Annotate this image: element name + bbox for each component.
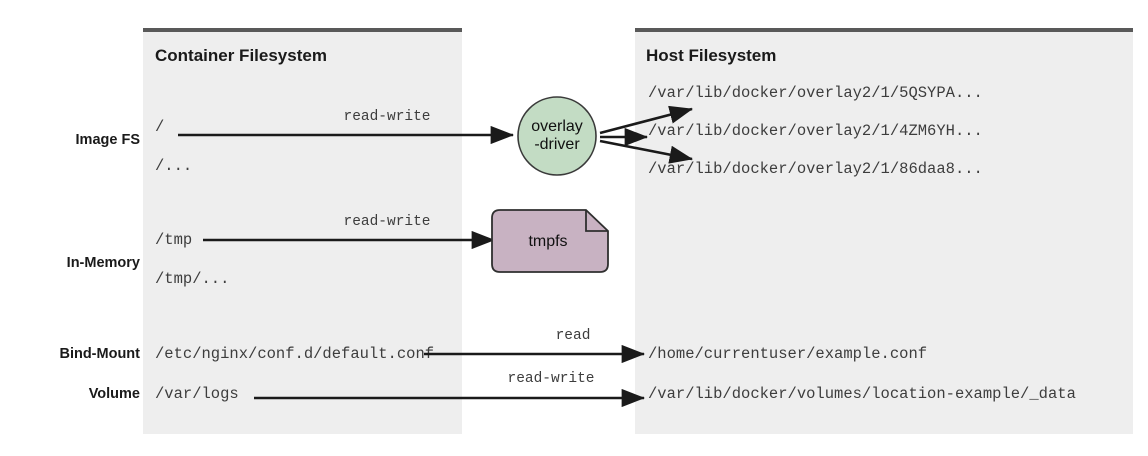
overlay-driver-label-line1: overlay — [531, 118, 583, 136]
container-path-nginx-conf: /etc/nginx/conf.d/default.conf — [155, 345, 435, 363]
container-path-var-logs: /var/logs — [155, 385, 239, 403]
tmpfs-fold-icon — [585, 210, 608, 232]
container-filesystem-title: Container Filesystem — [155, 46, 327, 65]
edge-label-in-memory: read-write — [343, 214, 431, 230]
container-path-root: / — [155, 118, 165, 136]
host-overlay-path-3: /var/lib/docker/overlay2/1/86daa8... — [648, 160, 983, 178]
row-label-bind-mount: Bind-Mount — [59, 346, 140, 362]
row-label-in-memory: In-Memory — [66, 255, 140, 271]
container-path-tmp-ellipsis: /tmp/... — [155, 270, 230, 288]
container-path-root-ellipsis: /... — [155, 157, 193, 175]
container-filesystem-panel — [143, 28, 462, 434]
row-label-image-fs: Image FS — [75, 132, 140, 148]
edge-label-volume: read-write — [507, 371, 595, 387]
container-path-tmp: /tmp — [155, 231, 193, 249]
host-path-volume: /var/lib/docker/volumes/location-example… — [648, 385, 1076, 403]
host-overlay-path-2: /var/lib/docker/overlay2/1/4ZM6YH... — [648, 122, 983, 140]
overlay-driver-label: overlay -driver — [531, 118, 583, 154]
host-filesystem-title: Host Filesystem — [646, 46, 777, 65]
edge-label-bind-mount: read — [555, 328, 591, 344]
overlay-driver-label-line2: -driver — [534, 136, 580, 153]
edge-label-image-fs: read-write — [343, 109, 431, 125]
row-label-volume: Volume — [88, 386, 140, 402]
host-filesystem-panel — [635, 28, 1133, 434]
host-overlay-path-1: /var/lib/docker/overlay2/1/5QSYPA... — [648, 84, 983, 102]
tmpfs-label: tmpfs — [528, 233, 568, 251]
host-path-bind-mount: /home/currentuser/example.conf — [648, 345, 928, 363]
